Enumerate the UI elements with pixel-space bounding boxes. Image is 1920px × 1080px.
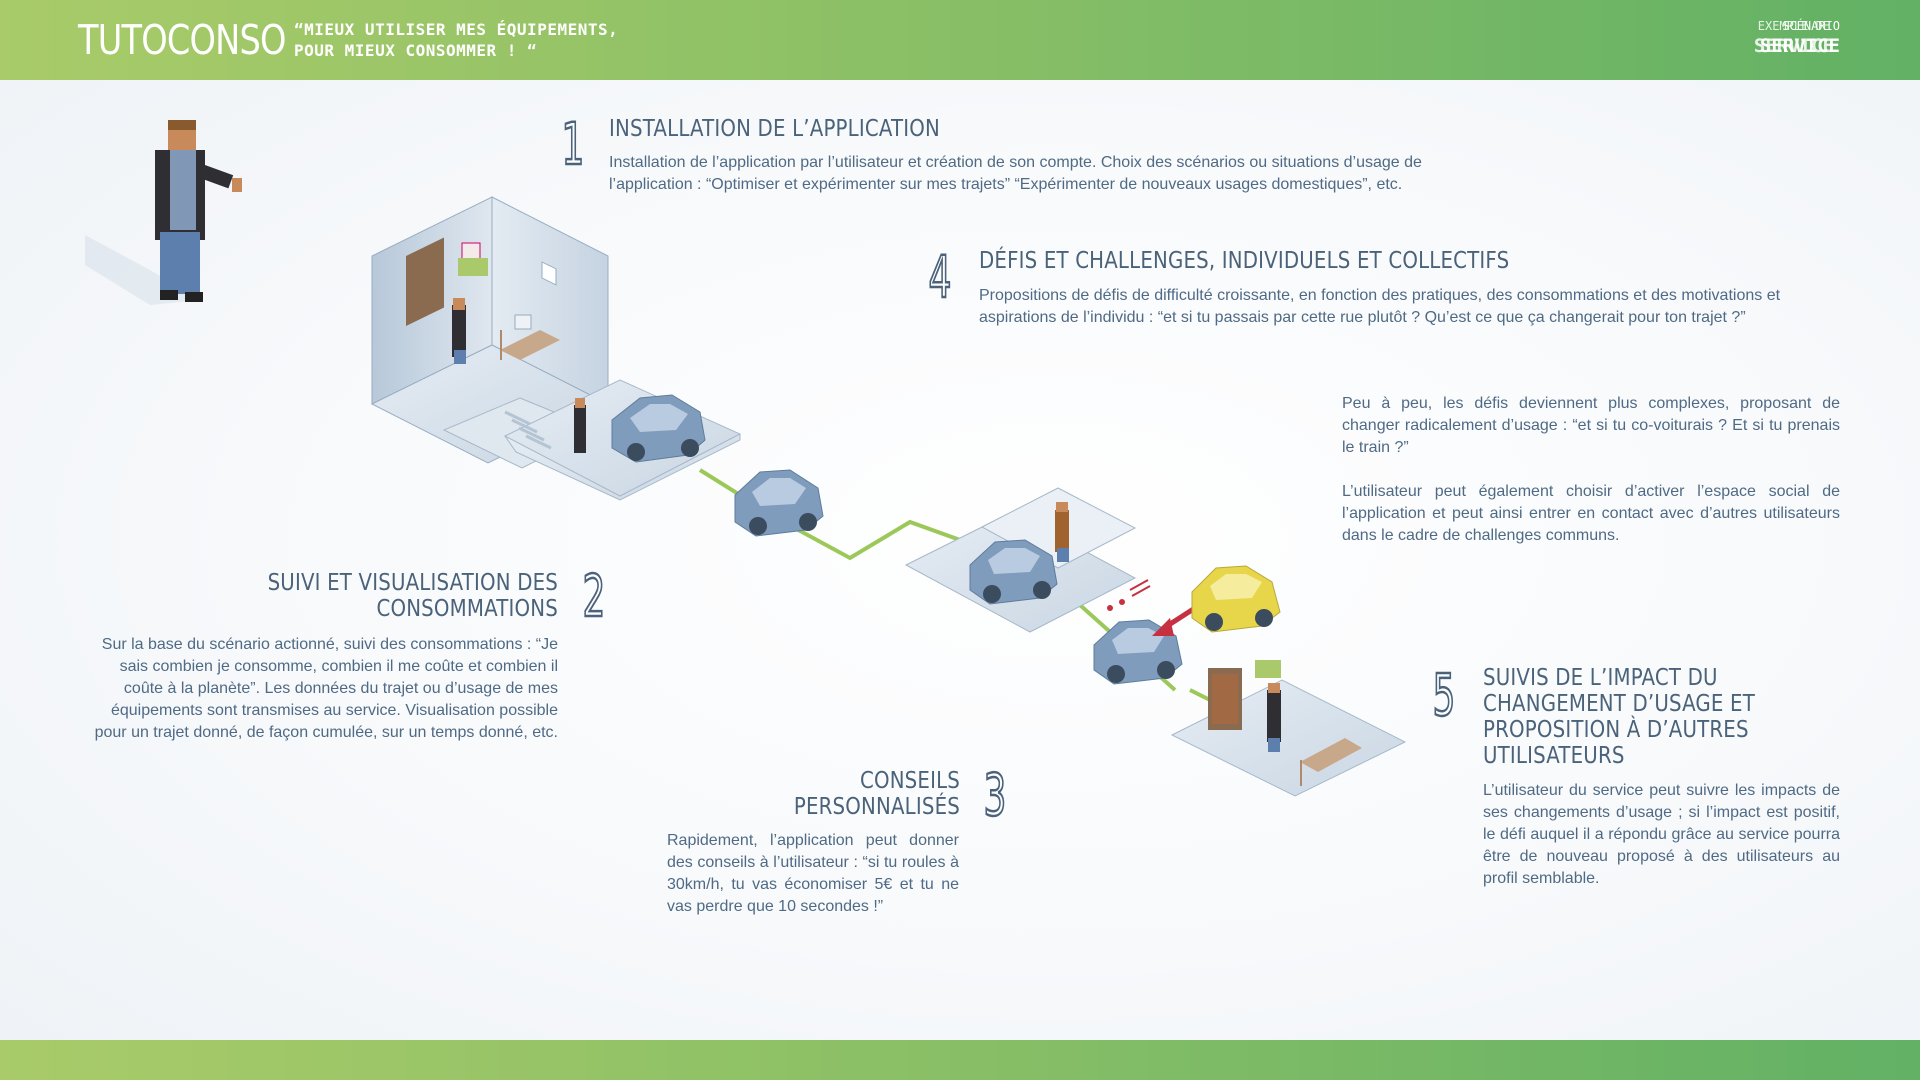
room-1-illustration bbox=[370, 196, 610, 464]
step-3-text: Rapidement, l’application peut donner de… bbox=[667, 832, 959, 915]
yellow-car-icon bbox=[1191, 565, 1281, 633]
step-4-text: Propositions de défis de difficulté croi… bbox=[979, 287, 1781, 326]
step-2-title-line-1: SUIVI ET VISUALISATION DES bbox=[267, 570, 558, 596]
room-5-illustration bbox=[1170, 660, 1407, 797]
step-5-text: L’utilisateur du service peut suivre les… bbox=[1483, 782, 1840, 887]
platform-challenge bbox=[904, 487, 1151, 633]
car-2-icon bbox=[734, 469, 824, 537]
step-5-title-line-1: SUIVIS DE L’IMPACT DU bbox=[1483, 665, 1718, 691]
step-2-title-line-2: CONSOMMATIONS bbox=[376, 596, 558, 622]
person-large-icon bbox=[85, 120, 242, 305]
step-1-number: 1 bbox=[561, 110, 585, 178]
step-4-title: DÉFIS ET CHALLENGES, INDIVIDUELS ET COLL… bbox=[979, 248, 1510, 274]
footer-bar bbox=[0, 1040, 1920, 1080]
step-5-title-line-4: UTILISATEURS bbox=[1483, 743, 1625, 769]
step-4-extra-text: Peu à peu, les défis deviennent plus com… bbox=[1342, 393, 1840, 547]
tagline-line-2: POUR MIEUX CONSOMMER ! “ bbox=[294, 41, 538, 60]
step-3-title-line-2: PERSONNALISÉS bbox=[793, 794, 960, 820]
step-2-title: SUIVI ET VISUALISATION DES CONSOMMATIONS bbox=[199, 570, 558, 622]
step-1-text: Installation de l’application par l’util… bbox=[609, 154, 1422, 193]
tag-big-a: SERVICE bbox=[1753, 35, 1834, 57]
step-3-title-line-1: CONSEILS bbox=[859, 768, 960, 794]
step-2-number: 2 bbox=[582, 562, 606, 630]
step-4-number: 4 bbox=[928, 243, 952, 311]
step-1-title: INSTALLATION DE L’APPLICATION bbox=[609, 116, 940, 142]
tagline-line-1: “MIEUX UTILISER MES ÉQUIPEMENTS, bbox=[294, 20, 619, 39]
header-bar bbox=[0, 0, 1920, 80]
step-2-text: Sur la base du scénario actionné, suivi … bbox=[94, 636, 558, 741]
tagline: “MIEUX UTILISER MES ÉQUIPEMENTS, POUR MI… bbox=[294, 19, 794, 61]
car-1-icon bbox=[611, 394, 706, 463]
step-4-extra-p2: L’utilisateur peut également choisir d’a… bbox=[1342, 483, 1840, 544]
tag-small-b: SCÉNARIO bbox=[1782, 19, 1840, 33]
step-5-number: 5 bbox=[1432, 661, 1456, 729]
tag-big-b: SERVICE bbox=[1759, 35, 1840, 57]
tag-small-a: EXEMPLE DE bbox=[1757, 19, 1830, 33]
step-3-title: CONSEILS PERSONNALISÉS bbox=[736, 768, 960, 820]
stars-icon bbox=[1107, 579, 1151, 611]
step-4-extra-p1: Peu à peu, les défis deviennent plus com… bbox=[1342, 395, 1840, 456]
step-5-title-line-2: CHANGEMENT D’USAGE ET bbox=[1483, 691, 1755, 717]
step-3-number: 3 bbox=[983, 761, 1007, 829]
step-5-title: SUIVIS DE L’IMPACT DU CHANGEMENT D’USAGE… bbox=[1483, 665, 1793, 769]
app-logo: TUTOCONSO bbox=[78, 16, 286, 64]
step-5-title-line-3: PROPOSITION À D’AUTRES bbox=[1483, 717, 1749, 743]
